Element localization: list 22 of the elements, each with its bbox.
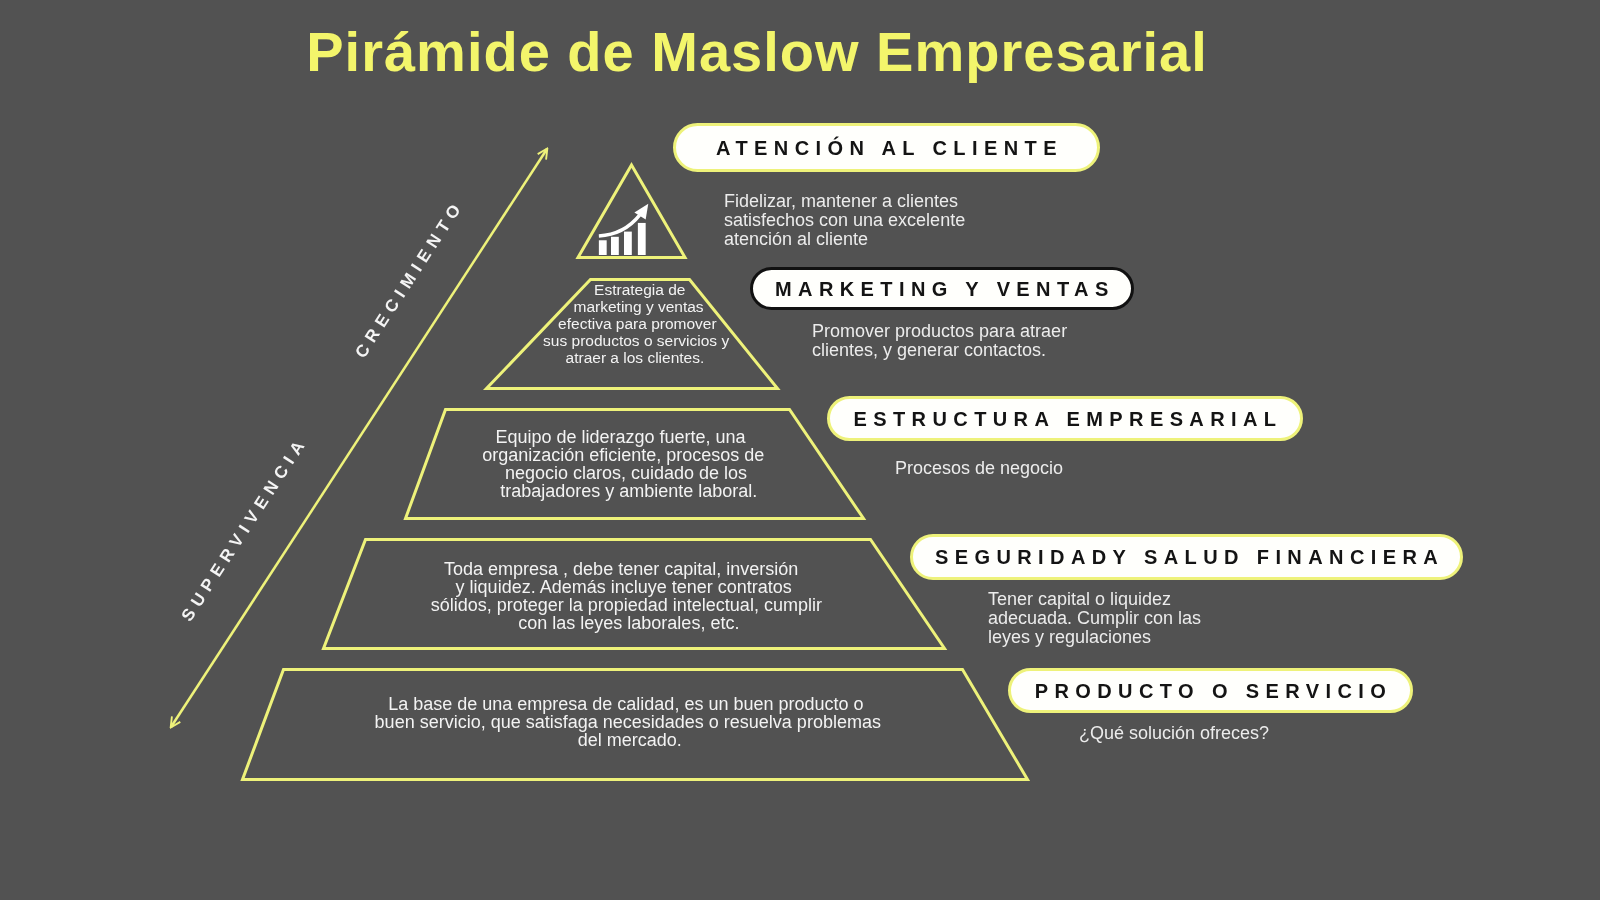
level-title: PRODUCTO O SERVICIO xyxy=(1034,678,1393,703)
level-description: Tener capital o liquidez adecuada. Cumplir con las leyes y regulaciones xyxy=(988,589,1202,647)
level-pill xyxy=(827,396,1303,441)
level-description: Promover productos para atraer clientes, y generar contactos. xyxy=(812,321,1068,360)
level-description: Fidelizar, mantener a clientes satisfechos con una excelente atención al cliente xyxy=(724,191,966,249)
level-title: ATENCIÓN AL CLIENTE xyxy=(716,135,1063,160)
level-title: ESTRUCTURA EMPRESARIAL xyxy=(853,406,1283,431)
page-title: Pirámide de Maslow Empresarial xyxy=(306,21,1208,83)
level-title: MARKETING Y VENTAS xyxy=(775,276,1115,301)
pyramid-apex xyxy=(576,163,687,259)
level-pill xyxy=(673,123,1100,172)
level-pill xyxy=(910,534,1464,580)
level-pill xyxy=(1008,668,1413,713)
tier-description: Estrategia de marketing y ventas efectiva para promover sus productos o servicios y atraer a los clientes. xyxy=(543,281,730,366)
tier-description: La base de una empresa de calidad, es un buen producto o buen servicio, que satisfaga necesidades o resuelva problemas del mercado. xyxy=(374,694,881,750)
pyramid-tier xyxy=(241,668,1029,781)
level-title: SEGURIDADY SALUD FINANCIERA xyxy=(935,545,1445,569)
level-pill xyxy=(750,267,1134,310)
level-description: Procesos de negocio xyxy=(895,458,1064,478)
tier-description: Equipo de liderazgo fuerte, una organización eficiente, procesos de negocio claros, cuidado de los trabajadores y ambiente laboral. xyxy=(482,427,765,501)
tier-description: Toda empresa , debe tener capital, inversión y liquidez. Además incluye tener contratos sólidos, proteger la propiedad intelectual, cumplir con las leyes laborales, etc. xyxy=(430,559,822,633)
level-description: ¿Qué solución ofreces? xyxy=(1079,723,1270,743)
